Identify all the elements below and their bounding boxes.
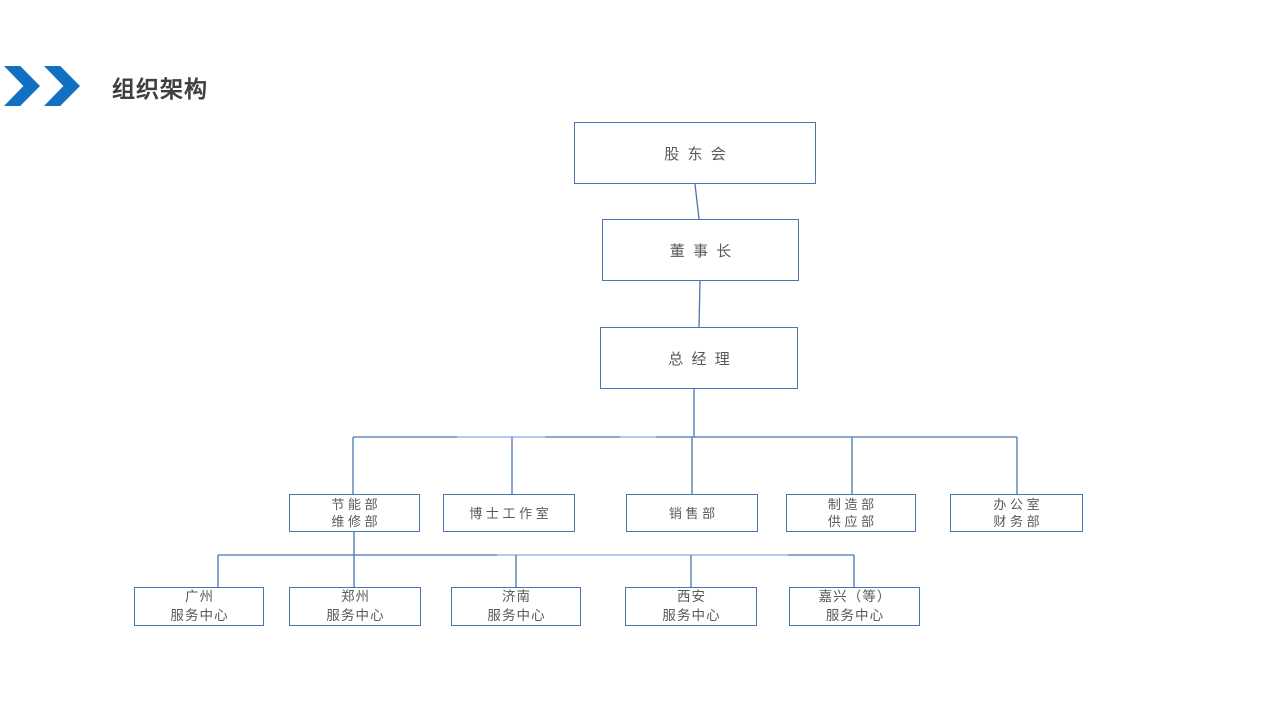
node-center-zhengzhou: 郑州 服务中心 [289,587,421,626]
node-chairman: 董事长 [602,219,799,281]
node-label: 嘉兴（等） [818,589,892,604]
node-dept-energy-maintenance: 节能部 维修部 [289,494,420,532]
node-center-jinan: 济南 服务中心 [451,587,581,626]
chevron-right-icon [4,66,40,106]
connector-chairman-gm [698,280,701,328]
node-label: 服务中心 [170,607,229,623]
node-label: 维修部 [331,514,382,529]
node-label: 财务部 [993,514,1044,529]
double-chevron-logo [4,66,80,106]
node-dept-doctor-studio: 博士工作室 [443,494,575,532]
node-label: 销售部 [668,505,719,521]
node-center-xian: 西安 服务中心 [625,587,757,626]
node-dept-sales: 销售部 [626,494,758,532]
chevron-right-icon [44,66,80,106]
node-label: 服务中心 [662,607,721,623]
node-center-guangzhou: 广州 服务中心 [134,587,264,626]
node-label: 济南 [501,589,532,604]
node-label: 西安 [676,589,707,604]
node-label: 郑州 [340,589,371,604]
node-label: 制造部 [827,497,878,512]
node-label: 总经理 [668,350,738,368]
node-label: 服务中心 [487,607,546,623]
node-label: 办公室 [993,497,1044,512]
node-label: 董事长 [669,242,740,260]
page-title: 组织架构 [112,76,208,102]
node-shareholders-meeting: 股东会 [574,122,816,184]
node-dept-office-finance: 办公室 财务部 [950,494,1083,532]
node-label: 股东会 [664,145,734,163]
connector-root-chairman [694,183,700,220]
node-label: 服务中心 [326,607,385,623]
node-label: 博士工作室 [469,505,553,521]
node-label: 服务中心 [825,607,885,623]
node-general-manager: 总经理 [600,327,798,389]
node-label: 广州 [184,589,215,604]
node-label: 节能部 [331,497,382,512]
node-center-jiaxing: 嘉兴（等） 服务中心 [789,587,920,626]
node-dept-manufacturing-supply: 制造部 供应部 [786,494,916,532]
node-label: 供应部 [827,514,878,529]
